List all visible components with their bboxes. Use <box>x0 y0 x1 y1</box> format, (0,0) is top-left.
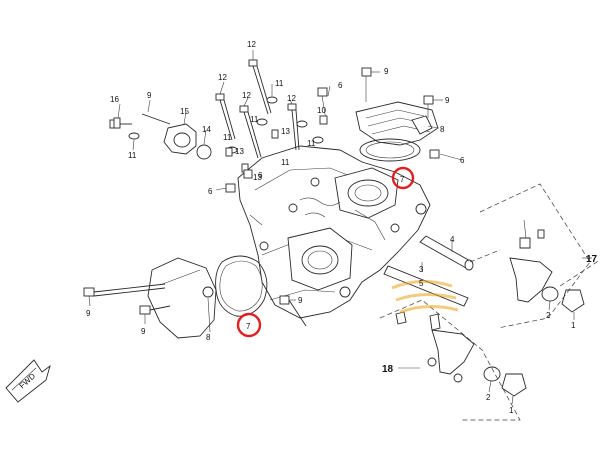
callout-9: 9 <box>384 67 389 76</box>
callout-9: 9 <box>298 296 303 305</box>
group-outlines <box>379 183 601 421</box>
callout-8: 8 <box>440 125 445 134</box>
callout-labels: 12 12 12 12 11 11 11 11 11 11 13 13 13 1… <box>86 40 598 415</box>
callout-2: 2 <box>486 393 491 402</box>
callout-12: 12 <box>218 73 227 82</box>
callout-9: 9 <box>445 96 450 105</box>
leader-lines <box>88 50 592 405</box>
callout-4: 4 <box>450 235 455 244</box>
highlight-marks <box>236 166 415 338</box>
callout-8: 8 <box>206 333 211 342</box>
callout-6: 6 <box>258 171 263 180</box>
bolts <box>83 59 440 327</box>
callout-13: 13 <box>235 147 244 156</box>
callout-9: 9 <box>141 327 146 336</box>
callout-9: 9 <box>86 309 91 318</box>
callout-13: 13 <box>281 127 290 136</box>
callout-3: 3 <box>419 265 424 274</box>
callout-2: 2 <box>546 311 551 320</box>
callout-11: 11 <box>307 139 316 148</box>
callout-11: 11 <box>281 158 290 167</box>
callout-11: 11 <box>250 115 259 124</box>
callout-9: 9 <box>147 91 152 100</box>
callout-11: 11 <box>223 133 232 142</box>
group-callout-18: 18 <box>382 364 394 375</box>
callout-14: 14 <box>202 125 211 134</box>
callout-11: 11 <box>128 151 137 160</box>
callout-12: 12 <box>247 40 256 49</box>
callout-6: 6 <box>338 81 343 90</box>
watermark-logo <box>391 280 459 314</box>
callout-1: 1 <box>509 406 514 415</box>
callout-13: 13 <box>253 173 262 182</box>
callout-11: 11 <box>275 79 284 88</box>
callout-6: 6 <box>460 156 465 165</box>
highlight-callout-7: 7 <box>400 175 405 184</box>
callout-16: 16 <box>110 95 119 104</box>
cylinder-head <box>237 145 431 319</box>
callout-5: 5 <box>419 279 424 288</box>
callout-15: 15 <box>180 107 189 116</box>
callout-6: 6 <box>208 187 213 196</box>
callout-12: 12 <box>242 91 251 100</box>
fwd-arrow-icon: FWD <box>5 359 51 403</box>
callout-12: 12 <box>287 94 296 103</box>
highlight-callout-7: 7 <box>246 322 251 331</box>
callout-10: 10 <box>317 106 326 115</box>
callout-1: 1 <box>571 321 576 330</box>
group-callout-17: 17 <box>586 254 598 265</box>
intake-cover <box>355 101 439 162</box>
